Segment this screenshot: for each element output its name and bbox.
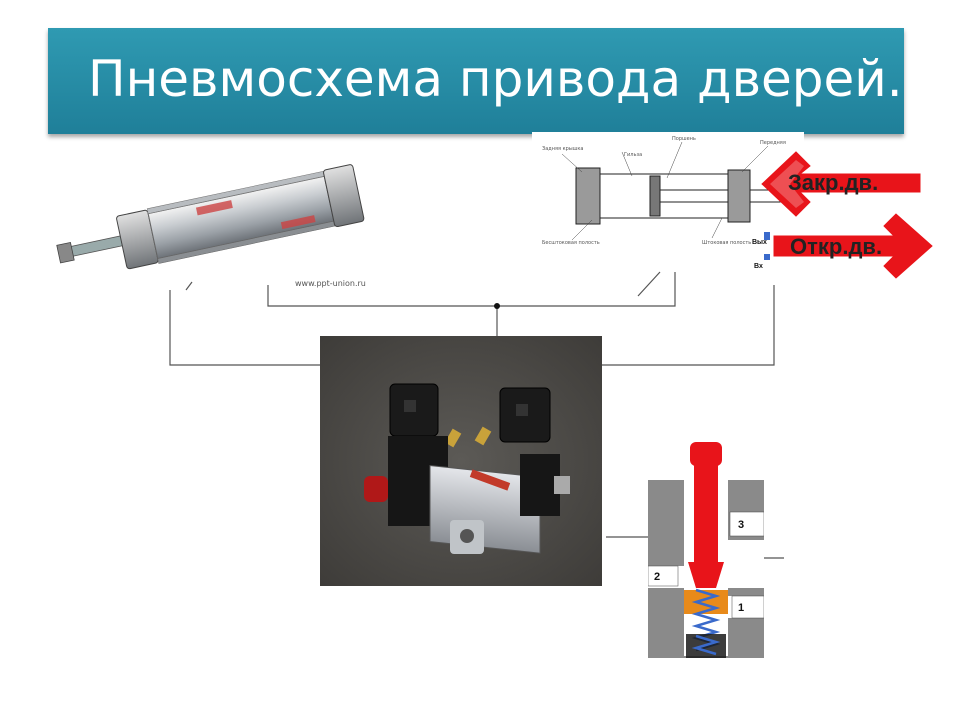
valve-cross-section: 3 2 1	[648, 442, 764, 658]
label-outlet: Вых	[752, 239, 767, 246]
slide-title: Пневмосхема привода дверей.	[88, 50, 903, 108]
port-1-label: 1	[738, 602, 744, 614]
cylinder-photo: www.ppt-union.ru	[56, 164, 366, 288]
label-rear-cover: Задняя крышка	[542, 146, 583, 152]
label-rodless-cavity: Бесштоковая полость	[542, 240, 600, 246]
close-arrow-icon	[761, 151, 921, 217]
close-door-label: Закр.дв.	[788, 170, 878, 195]
label-piston: Поршень	[672, 136, 696, 142]
port-2-label: 2	[654, 571, 660, 583]
solenoid-valve-photo	[320, 336, 602, 586]
open-arrow-icon	[773, 213, 933, 279]
port-3-label: 3	[738, 519, 744, 531]
label-front: Передняя	[760, 140, 786, 146]
cylinder-photo-url: www.ppt-union.ru	[295, 279, 366, 288]
label-rod-cavity: Штоковая полость	[702, 240, 751, 246]
cylinder-section-drawing: Задняя крышка Гильза Поршень Передняя Бе…	[532, 132, 804, 270]
label-sleeve: Гильза	[624, 152, 642, 158]
label-inlet: Вх	[754, 263, 763, 270]
title-bar: Пневмосхема привода дверей.	[48, 28, 904, 134]
arrow-annotations: Закр.дв. Откр.дв.	[761, 151, 933, 279]
open-door-label: Откр.дв.	[790, 234, 882, 259]
